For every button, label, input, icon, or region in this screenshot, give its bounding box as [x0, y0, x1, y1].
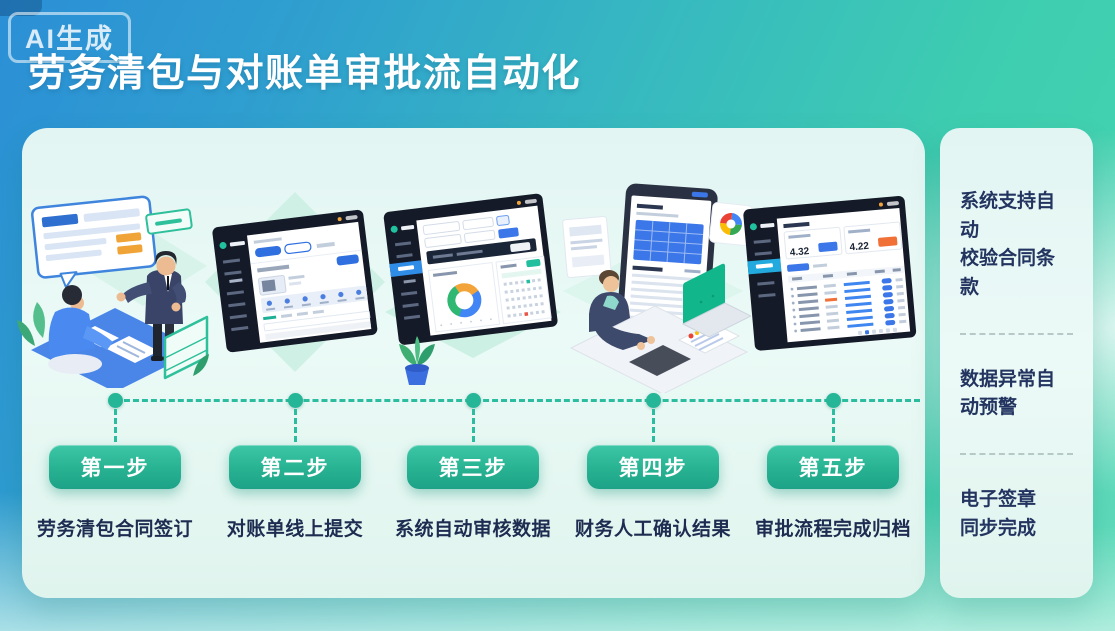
desk-pad: [629, 345, 691, 376]
timeline-dot: [826, 393, 841, 408]
stat-card-left: 4.32: [783, 226, 843, 260]
timeline-connector: [832, 409, 835, 442]
side-panel: 系统支持自动 校验合同条款 数据异常自 动预警 电子签章 同步完成: [940, 128, 1093, 598]
timeline-connector: [114, 409, 117, 442]
dashed-divider: [960, 332, 1073, 335]
feature-note-1: 系统支持自动 校验合同条款: [960, 191, 1056, 298]
ai-generated-watermark: AI生成: [8, 12, 131, 63]
timeline-dot: [288, 393, 303, 408]
floating-document: [562, 215, 612, 279]
illustration-statement-submit: [197, 180, 393, 385]
step-badge-3: 第三步: [407, 445, 539, 489]
contract-speech-bubble: [31, 195, 157, 289]
leaf-icon: [33, 302, 45, 338]
step-badge-4: 第四步: [587, 445, 719, 489]
step-caption-3: 系统自动审核数据: [394, 519, 551, 540]
timeline-connector: [472, 409, 475, 442]
step-badge-2: 第二步: [229, 445, 361, 489]
step-badge-1: 第一步: [49, 445, 181, 489]
pagination-icon: [857, 327, 898, 335]
table-rows: [790, 277, 907, 333]
green-tag: [145, 208, 193, 235]
stat-card-right: 4.22: [843, 221, 903, 255]
archive-dashboard: 4.32 4.22: [743, 195, 917, 351]
leaf-icon: [193, 354, 209, 376]
step-caption-4: 财务人工确认结果: [574, 519, 731, 540]
timeline-connector: [294, 409, 297, 442]
donut-chart-icon: [447, 283, 482, 318]
step-caption-2: 对账单线上提交: [226, 519, 364, 540]
step-badge-5: 第五步: [767, 445, 899, 489]
timeline-dot: [466, 393, 481, 408]
illustration-archive: 4.32 4.22: [735, 176, 931, 381]
step-caption-5: 审批流程完成归档: [754, 519, 911, 540]
potted-plant-icon: [399, 336, 435, 385]
timeline-connector: [652, 409, 655, 442]
illustration-auto-audit: [375, 174, 571, 389]
stat-value-left: 4.32: [789, 246, 810, 259]
timeline-track: [115, 399, 920, 402]
pie-chart-card: [709, 202, 751, 246]
step-caption-1: 劳务清包合同签订: [36, 519, 193, 540]
page-title: 劳务清包与对账单审批流自动化: [28, 53, 582, 95]
feature-note-3: 电子签章 同步完成: [960, 489, 1037, 539]
leaf-icon: [17, 320, 35, 346]
laptop-icon: [681, 263, 751, 338]
illustration-finance-confirm: [555, 168, 751, 393]
timeline-dot: [646, 393, 661, 408]
statement-submit-dashboard: [205, 192, 385, 372]
contract-signing-scene: [17, 195, 209, 388]
dashed-divider: [960, 453, 1073, 456]
sitting-person: [48, 285, 113, 374]
stat-value-right: 4.22: [849, 241, 870, 254]
feature-note-2: 数据异常自 动预警: [960, 368, 1056, 419]
auto-audit-dashboard: [383, 193, 561, 385]
process-panel: 4.32 4.22: [17, 128, 925, 598]
illustration-contract-signing: [17, 176, 213, 388]
timeline-dot: [108, 393, 123, 408]
finance-confirm-scene: [562, 183, 751, 393]
